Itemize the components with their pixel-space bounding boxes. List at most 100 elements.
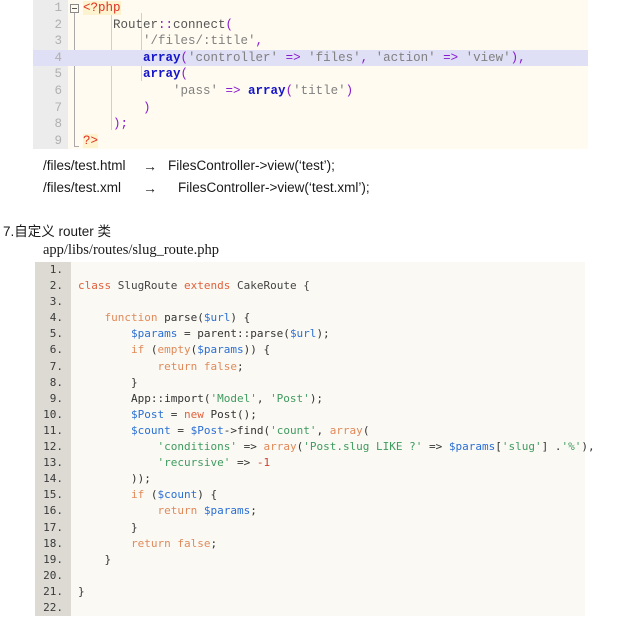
code-line: 8 ); (33, 116, 588, 133)
code-token: array (263, 440, 297, 454)
code-token: ) { (230, 311, 251, 325)
code-token: $Post (190, 423, 224, 437)
code-token: extends (183, 279, 237, 293)
code-token: $params (448, 440, 496, 454)
code-token: ( (150, 343, 158, 357)
code-text: '/files/:title', (83, 33, 263, 50)
code-token: ), (510, 50, 526, 65)
code-token: 'slug' (501, 440, 542, 454)
code-text: if (empty($params)) { (78, 342, 270, 358)
code-token: ( (180, 50, 189, 65)
code-token: return false (78, 359, 237, 373)
line-number: 3. (49, 295, 63, 309)
route-url-path: /files/test.xml (43, 180, 122, 195)
code-token: empty (157, 343, 191, 357)
code-token: ); (309, 391, 324, 405)
code-text: class SlugRoute extends CakeRoute { (78, 278, 310, 294)
code-token: 'controller' (188, 50, 286, 65)
code-token: SlugRoute (117, 279, 184, 293)
line-number: 17. (43, 520, 63, 534)
code-line: 1. (35, 262, 585, 278)
code-line: 19. } (35, 552, 585, 568)
line-number: 13. (43, 456, 63, 470)
code-text: 'recursive' => -1 (78, 455, 270, 471)
line-number: 8 (54, 117, 62, 132)
line-number: 12. (43, 440, 63, 454)
code-token: ); (83, 117, 129, 132)
source-file-path: app/libs/routes/slug_route.php (43, 242, 219, 258)
code-line: 22. (35, 600, 585, 616)
code-token: ( (296, 440, 304, 454)
line-number: 1. (49, 263, 63, 276)
line-number: 8. (49, 375, 63, 389)
code-token: class (78, 279, 118, 293)
line-number: 9. (49, 391, 63, 405)
code-text: App::import('Model', 'Post'); (78, 391, 323, 407)
code-text: $Post = new Post(); (78, 407, 257, 423)
code-text: $count = $Post->find('count', array( (78, 423, 369, 439)
code-text: )); (78, 471, 151, 487)
line-number: 22. (43, 600, 63, 614)
code-line: 21.} (35, 584, 585, 600)
collapse-fold-icon[interactable] (70, 4, 79, 13)
code-line: 5 array( (33, 66, 588, 83)
code-token: ( (362, 423, 370, 437)
code-token: array (83, 67, 181, 82)
code-line: 16. return $params; (35, 503, 585, 519)
code-token: 'title' (293, 83, 346, 98)
code-token: ( (150, 488, 158, 502)
code-line: 7 ) (33, 100, 588, 117)
code-token: Post(); (210, 407, 257, 421)
line-number: 10. (43, 407, 63, 421)
code-token: return false (78, 536, 211, 550)
code-line: 6 'pass' => array('title') (33, 83, 588, 100)
code-line: 14. )); (35, 471, 585, 487)
code-token: ->find( (223, 423, 271, 437)
code-lines: 1.2.class SlugRoute extends CakeRoute {3… (35, 262, 595, 616)
code-token: return (78, 504, 204, 518)
line-number: 19. (43, 552, 63, 566)
code-token: new (183, 407, 211, 421)
fold-guide-foot (74, 146, 79, 147)
line-number: 11. (43, 423, 63, 437)
line-number: 7. (49, 359, 63, 373)
code-line: 6. if (empty($params)) { (35, 342, 585, 358)
code-token: )); (78, 472, 151, 486)
code-token: = parent::parse( (177, 327, 290, 341)
code-text: } (78, 375, 138, 391)
code-text: return false; (78, 359, 243, 375)
code-token: $Post (78, 407, 165, 421)
line-number: 9 (54, 133, 62, 148)
code-token: ; (250, 504, 257, 518)
line-number: 6 (54, 83, 62, 98)
code-text: 'pass' => array('title') (83, 83, 353, 100)
code-token: -1 (256, 456, 271, 470)
code-token: => (429, 440, 449, 454)
code-token: Router (83, 17, 159, 32)
code-text: if ($count) { (78, 487, 217, 503)
code-token: $count (78, 423, 171, 437)
code-line: 10. $Post = new Post(); (35, 407, 585, 423)
code-token: ?> (83, 133, 99, 148)
arrow-right-icon: → (143, 180, 157, 196)
line-number-gutter (35, 262, 71, 617)
code-token: App::import( (78, 391, 211, 405)
code-token: '%' (561, 440, 582, 454)
code-token: 'Post.slug LIKE ?' (303, 440, 430, 454)
code-token: array (329, 423, 363, 437)
code-token: ) { (197, 488, 218, 502)
code-line: 3 '/files/:title', (33, 33, 588, 50)
code-text: } (78, 520, 138, 536)
code-token: => (443, 50, 459, 65)
code-text: return $params; (78, 503, 257, 519)
code-line: 3. (35, 294, 585, 310)
code-token: ; (210, 536, 218, 550)
code-token: '/files/:title' (83, 34, 256, 49)
line-number: 16. (43, 504, 63, 518)
code-token: function (78, 311, 165, 325)
code-token: ), (581, 440, 595, 454)
code-token: array (240, 83, 286, 98)
code-token: => (225, 83, 241, 98)
code-line: 9. App::import('Model', 'Post'); (35, 391, 585, 407)
line-number: 6. (49, 343, 63, 357)
